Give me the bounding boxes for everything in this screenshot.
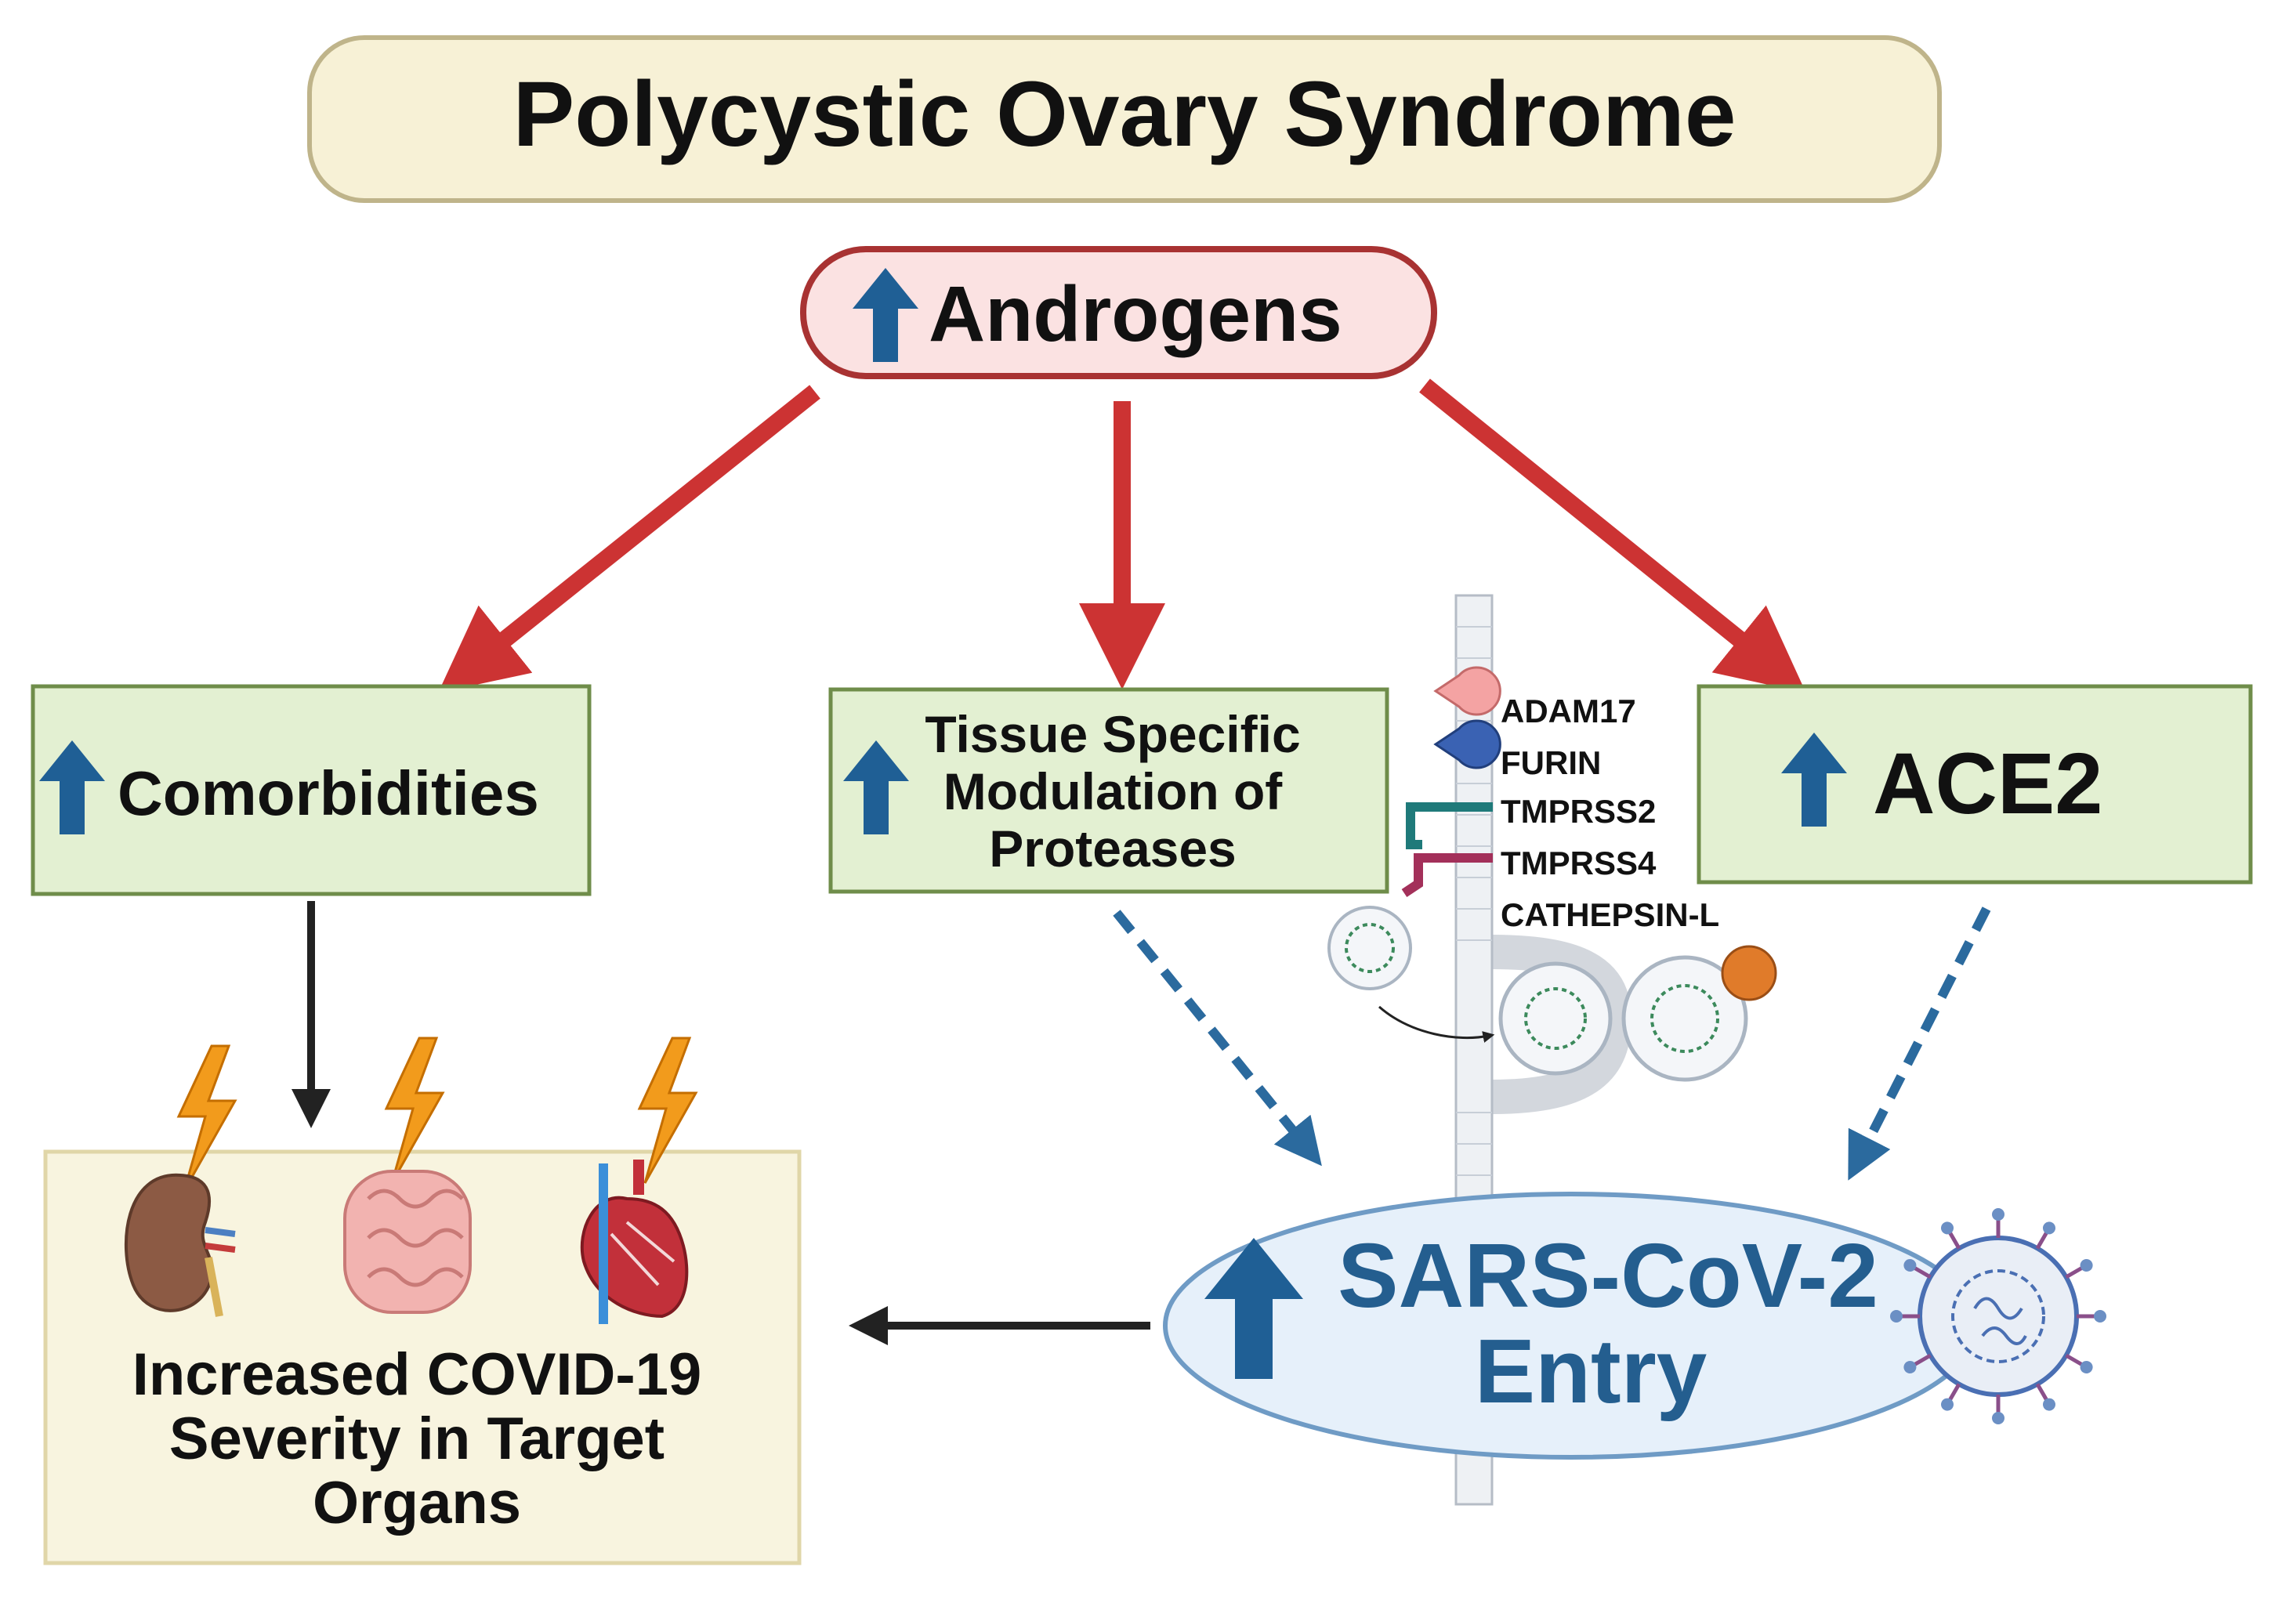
arrow-proteases-to-entry [1113, 910, 1322, 1167]
intestine-icon [343, 1170, 472, 1314]
proteases-line-2: Modulation of [943, 762, 1284, 820]
kidney-icon [124, 1173, 236, 1317]
title-box: Polycystic Ovary Syndrome [307, 35, 1942, 203]
cathepsin-l-icon [1721, 945, 1777, 1001]
proteases-line-1: Tissue Specific [925, 705, 1300, 763]
arrow-to-comorbidities [438, 385, 820, 693]
lightning-icon [384, 1037, 445, 1184]
androgens-label: Androgens [929, 270, 1342, 358]
dashed-arrows [1113, 906, 1991, 1181]
protease-cathepsin-l: CATHEPSIN-L [1501, 896, 1719, 933]
lightning-icon [176, 1044, 237, 1192]
protease-adam17: ADAM17 [1501, 693, 1636, 729]
proteases-line-3: Proteases [989, 820, 1237, 877]
protease-furin: FURIN [1501, 744, 1601, 781]
protease-tmprss4: TMPRSS4 [1501, 845, 1657, 881]
severity-line-3: Organs [313, 1470, 521, 1536]
adam17-icon [1433, 666, 1501, 716]
proteases-box: Tissue Specific Modulation of Proteases [828, 687, 1389, 894]
page-title: Polycystic Ovary Syndrome [513, 63, 1736, 166]
entry-line-2: Entry [1475, 1320, 1708, 1422]
severity-line-2: Severity in Target [169, 1406, 665, 1472]
comorbidities-label: Comorbidities [118, 758, 539, 828]
furin-icon [1433, 719, 1501, 769]
ace2-box: ACE2 [1697, 684, 2253, 885]
ace2-label: ACE2 [1873, 736, 2102, 832]
tmprss4-icon [1401, 853, 1493, 897]
androgens-box: Androgens [800, 246, 1437, 379]
comorbidities-box: Comorbidities [31, 684, 592, 896]
lightning-icon [637, 1037, 698, 1184]
red-arrows [438, 378, 1806, 693]
protease-tmprss2: TMPRSS2 [1501, 793, 1656, 830]
entry-line-1: SARS-CoV-2 [1338, 1225, 1878, 1326]
virus-icon [1890, 1208, 2106, 1424]
arrow-ace2-to-entry [1848, 906, 1991, 1181]
tmprss2-icon [1406, 802, 1493, 849]
black-arrows [292, 901, 1150, 1345]
arrow-to-ace2 [1419, 378, 1806, 693]
severity-box: Increased COVID-19 Severity in Target Or… [43, 1037, 802, 1565]
severity-line-1: Increased COVID-19 [132, 1341, 702, 1408]
heart-icon [580, 1160, 689, 1324]
entry-ellipse: SARS-CoV-2 Entry [1163, 1192, 1979, 1460]
